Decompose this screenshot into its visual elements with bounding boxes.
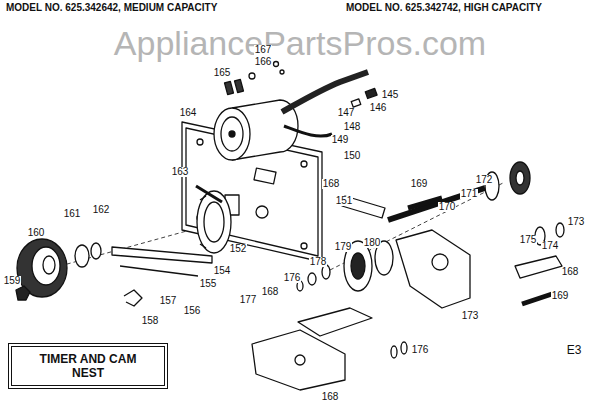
callout-number: 178 bbox=[309, 257, 328, 268]
callout-number: 176 bbox=[411, 345, 430, 356]
callout-number: 168 bbox=[321, 392, 340, 403]
callout-number: 163 bbox=[171, 167, 190, 178]
callout-number: 173 bbox=[461, 311, 480, 322]
callout-number: 168 bbox=[322, 179, 341, 190]
callout-number: 156 bbox=[183, 306, 202, 317]
callout-number: 148 bbox=[343, 122, 362, 133]
callout-number: 155 bbox=[199, 279, 218, 290]
callout-number: 173 bbox=[567, 217, 586, 228]
callout-number: 151 bbox=[335, 196, 354, 207]
callout-number: 168 bbox=[261, 287, 280, 298]
title-box: TIMER AND CAM NEST bbox=[8, 343, 168, 389]
callout-number: 169 bbox=[410, 179, 429, 190]
callout-number: 158 bbox=[141, 316, 160, 327]
model-header: MODEL NO. 625.342742, HIGH CAPACITY bbox=[345, 3, 543, 14]
title-text: TIMER AND CAM NEST bbox=[33, 352, 143, 381]
callout-number: 169 bbox=[551, 291, 570, 302]
callout-number: 146 bbox=[369, 103, 388, 114]
callout-number: 179 bbox=[334, 242, 353, 253]
callout-number: 170 bbox=[438, 202, 457, 213]
callout-number: 175 bbox=[519, 235, 538, 246]
callout-number: 162 bbox=[92, 205, 111, 216]
callout-number: 168 bbox=[561, 267, 580, 278]
callout-number: 165 bbox=[213, 68, 232, 79]
callout-number: 176 bbox=[283, 273, 302, 284]
callout-number: 166 bbox=[254, 57, 273, 68]
callout-number: 150 bbox=[343, 151, 362, 162]
callout-number: 145 bbox=[381, 90, 400, 101]
callout-number: 180 bbox=[363, 238, 382, 249]
callout-number: 167 bbox=[254, 45, 273, 56]
callout-number: 152 bbox=[229, 244, 248, 255]
callout-number: 149 bbox=[331, 135, 350, 146]
callout-number: 147 bbox=[337, 108, 356, 119]
callout-number: 161 bbox=[63, 209, 82, 220]
callout-number: 171 bbox=[460, 189, 479, 200]
model-header: MODEL NO. 625.342642, MEDIUM CAPACITY bbox=[5, 3, 218, 14]
callout-number: 164 bbox=[179, 108, 198, 119]
callout-number: 159 bbox=[3, 276, 22, 287]
callout-number: 154 bbox=[213, 266, 232, 277]
callout-number: 160 bbox=[27, 228, 46, 239]
callout-number: 157 bbox=[159, 296, 178, 307]
callout-number: 172 bbox=[475, 175, 494, 186]
watermark: AppliancePartsPros.com bbox=[113, 26, 487, 62]
callout-number: 177 bbox=[239, 295, 258, 306]
sheet-code: E3 bbox=[566, 344, 583, 357]
callout-number: 174 bbox=[541, 241, 560, 252]
